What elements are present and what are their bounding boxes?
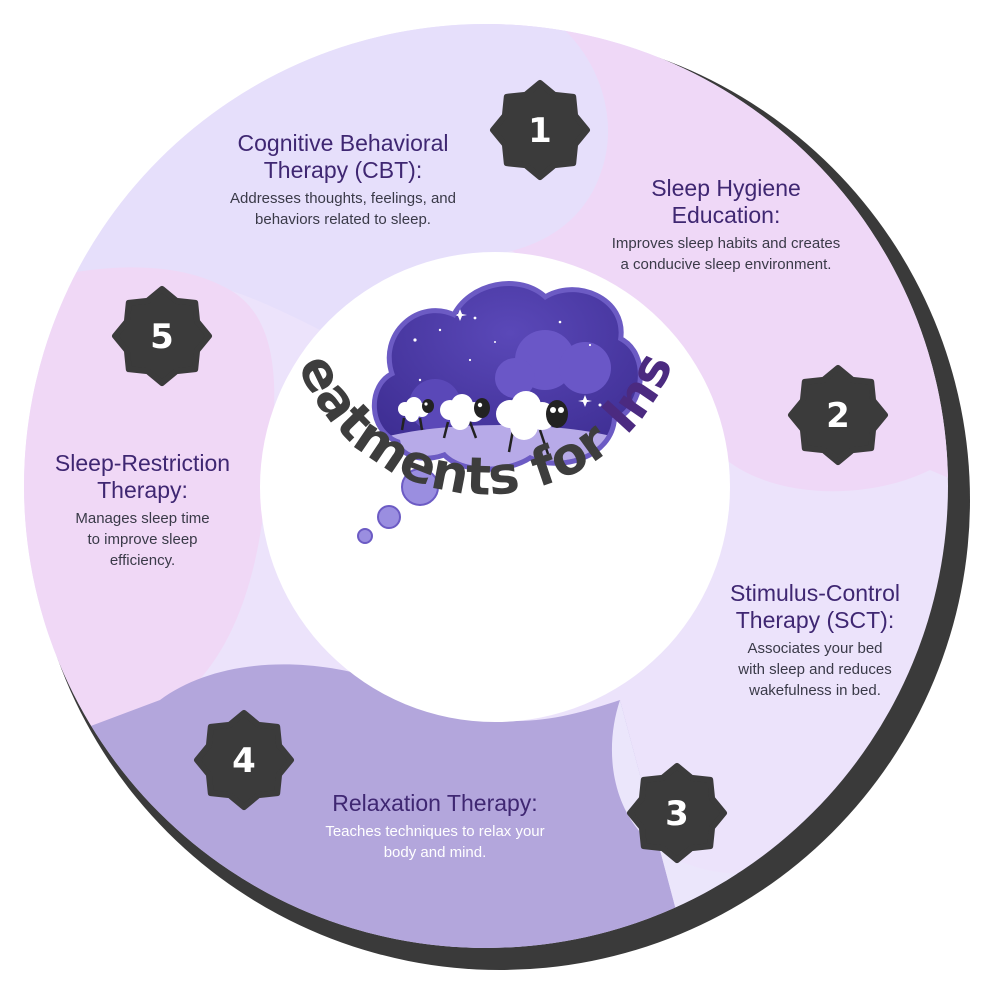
badge-number: 5 — [150, 317, 174, 357]
treatment-5-desc-line: efficiency. — [109, 552, 176, 569]
sheep-icon — [398, 391, 568, 455]
treatment-3: Stimulus-Control Therapy (SCT): Associat… — [700, 580, 930, 701]
badge-shape — [627, 763, 727, 863]
treatment-3-description: Associates your bed with sleep and reduc… — [700, 638, 930, 701]
treatment-5-desc-line: Manages sleep time — [75, 510, 210, 527]
treatment-4-description: Teaches techniques to relax your body an… — [285, 821, 585, 863]
number-badge-3: 3 — [627, 763, 727, 863]
treatment-3-desc-line: Associates your bed — [747, 640, 883, 657]
treatment-2-title-line: Sleep Hygiene — [651, 175, 801, 201]
badge-number: 2 — [826, 396, 850, 436]
treatment-1-title: Cognitive Behavioral Therapy (CBT): — [193, 130, 493, 184]
number-badge-1: 1 — [490, 80, 590, 180]
treatment-3-title-line: Therapy (SCT): — [735, 607, 895, 633]
treatment-5-description: Manages sleep time to improve sleep effi… — [40, 508, 245, 571]
badge-shape — [194, 710, 294, 810]
treatment-1-title-line: Therapy (CBT): — [263, 157, 423, 183]
treatment-2-desc-line: Improves sleep habits and creates — [611, 235, 841, 252]
treatment-4-desc-line: body and mind. — [383, 844, 487, 861]
treatment-1-title-line: Cognitive Behavioral — [237, 130, 449, 156]
treatment-3-title: Stimulus-Control Therapy (SCT): — [700, 580, 930, 634]
treatment-1-desc-line: behaviors related to sleep. — [255, 211, 431, 228]
number-badge-5: 5 — [112, 286, 212, 386]
badge-shape — [112, 286, 212, 386]
treatment-1: Cognitive Behavioral Therapy (CBT): Addr… — [193, 130, 493, 230]
number-badge-2: 2 — [788, 365, 888, 465]
treatment-4-title-line: Relaxation Therapy: — [332, 790, 538, 816]
number-badge-4: 4 — [194, 710, 294, 810]
treatment-2-desc-line: a conducive sleep environment. — [620, 256, 832, 273]
thought-cloud-icon — [357, 281, 643, 544]
treatment-5-desc-line: to improve sleep — [87, 531, 198, 548]
treatment-3-desc-line: with sleep and reduces — [738, 661, 892, 678]
treatment-2-description: Improves sleep habits and creates a cond… — [586, 233, 866, 275]
treatment-4: Relaxation Therapy: Teaches techniques t… — [285, 790, 585, 863]
treatment-1-desc-line: Addresses thoughts, feelings, and — [230, 190, 456, 207]
treatment-5-title-line: Sleep-Restriction — [54, 450, 231, 476]
treatment-1-description: Addresses thoughts, feelings, and behavi… — [193, 188, 493, 230]
treatment-2-title-line: Education: — [671, 202, 781, 228]
treatment-2-title: Sleep Hygiene Education: — [586, 175, 866, 229]
badge-number: 3 — [665, 794, 689, 834]
treatment-5: Sleep-Restriction Therapy: Manages sleep… — [40, 450, 245, 571]
treatment-4-desc-line: Teaches techniques to relax your — [325, 823, 545, 840]
treatment-5-title-line: Therapy: — [97, 477, 188, 503]
treatment-2: Sleep Hygiene Education: Improves sleep … — [586, 175, 866, 275]
badge-shape — [490, 80, 590, 180]
badge-number: 4 — [232, 741, 256, 781]
treatment-3-title-line: Stimulus-Control — [730, 580, 900, 606]
number-badges: 1 2 3 4 5 — [112, 80, 888, 863]
treatment-3-desc-line: wakefulness in bed. — [749, 682, 881, 699]
treatment-4-title: Relaxation Therapy: — [285, 790, 585, 817]
badge-number: 1 — [528, 111, 552, 151]
segment-5 — [24, 267, 275, 760]
badge-shape — [788, 365, 888, 465]
treatment-5-title: Sleep-Restriction Therapy: — [40, 450, 245, 504]
